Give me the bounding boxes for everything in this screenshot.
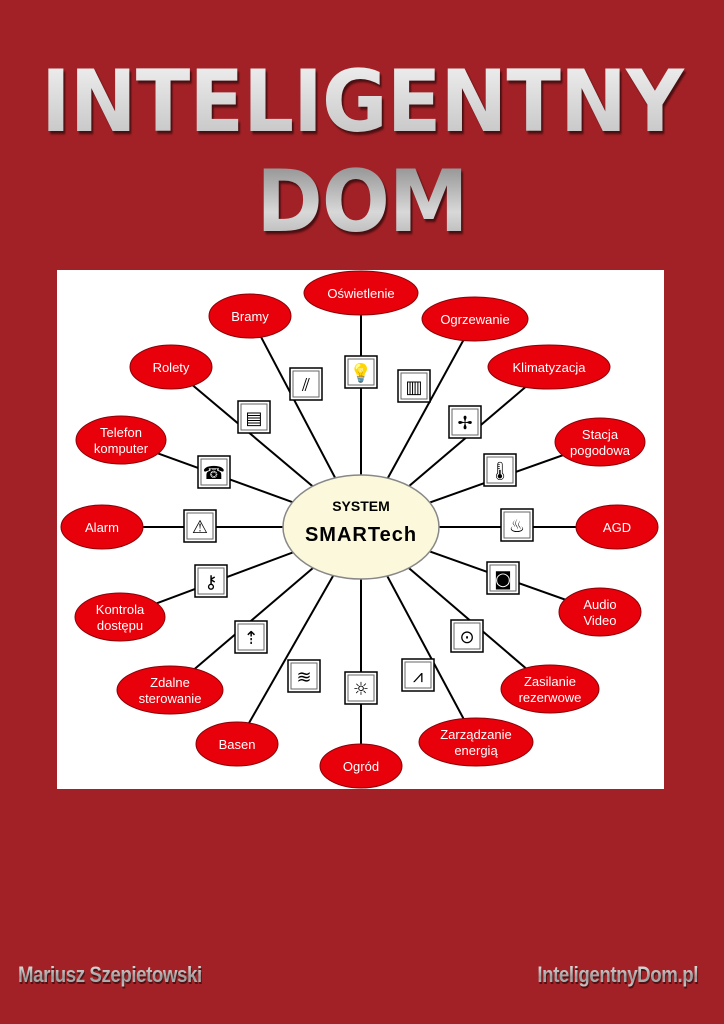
svg-text:≋: ≋ [296, 667, 311, 688]
author-name: Mariusz Szepietowski [18, 962, 202, 987]
svg-text:⩘: ⩘ [413, 666, 423, 687]
node-ellipse [421, 296, 529, 342]
svg-text:⚠: ⚠ [192, 517, 208, 538]
svg-text:⊙: ⊙ [459, 627, 474, 648]
node-label: Audio [583, 597, 616, 612]
node-label: AGD [603, 520, 631, 535]
svg-text:⇡: ⇡ [243, 628, 258, 649]
node-ogród: ☼ Ogród [319, 671, 403, 789]
node-ellipse [129, 344, 213, 390]
node-ellipse [75, 415, 167, 465]
node-basen: ≋ Basen [195, 659, 321, 767]
svg-text:♨: ♨ [509, 516, 525, 537]
node-label: Ogród [343, 759, 379, 774]
cover-title: INTELIGENTNY DOM [25, 52, 698, 252]
center-ellipse [282, 474, 440, 580]
node-label: Kontrola [96, 602, 145, 617]
smartech-diagram: SYSTEM SMARTech 💡 Oświetlenie ▥ Ogrzewanie ✢ Kl… [57, 270, 664, 789]
pool-icon: ≋ [287, 659, 321, 693]
svg-text:☼: ☼ [353, 679, 369, 700]
node-label: Zdalne [150, 675, 190, 690]
node-label: Ogrzewanie [440, 312, 509, 327]
power-socket-icon: ⊙ [450, 619, 484, 653]
node-ellipse [319, 743, 403, 789]
svg-text:💡: 💡 [350, 362, 372, 384]
node-ellipse [418, 717, 534, 767]
gate-icon: ⫽ [289, 367, 323, 401]
fan-icon: ✢ [448, 405, 482, 439]
diagram-canvas: SYSTEM SMARTech 💡 Oświetlenie ▥ Ogrzewanie ✢ Kl… [60, 270, 659, 789]
node-label: Rolety [153, 360, 190, 375]
node-ellipse [554, 417, 646, 467]
node-ellipse [487, 344, 611, 390]
node-alarm: ⚠ Alarm [60, 504, 217, 550]
node-klimatyzacja: ✢ Klimatyzacja [448, 344, 611, 439]
pot-icon: ♨ [500, 508, 534, 542]
svg-text:✢: ✢ [457, 413, 472, 434]
node-label: Alarm [85, 520, 119, 535]
node-label: Oświetlenie [327, 286, 394, 301]
node-ellipse [74, 592, 166, 642]
node-label: Telefon [100, 425, 142, 440]
node-ellipse [558, 587, 642, 637]
node-label: komputer [94, 441, 149, 456]
node-ellipse [303, 270, 419, 316]
node-ellipse [60, 504, 144, 550]
node-ellipse [195, 721, 279, 767]
website-link[interactable]: InteligentnyDom.pl [537, 962, 698, 987]
light-bulb-icon: 💡 [344, 355, 378, 389]
thermometer-icon: 🌡 [483, 453, 517, 487]
svg-text:▤: ▤ [245, 408, 262, 429]
node-ellipse [575, 504, 659, 550]
phone-icon: ☎ [197, 455, 231, 489]
alarm-siren-icon: ⚠ [183, 509, 217, 543]
blinds-icon: ▤ [237, 400, 271, 434]
node-label: Basen [219, 737, 256, 752]
node-ellipse [208, 293, 292, 339]
center-label-smartech: SMARTech [305, 524, 417, 546]
sun-icon: ☼ [344, 671, 378, 705]
key-icon: ⚷ [194, 564, 228, 598]
node-label: Bramy [231, 309, 269, 324]
svg-text:☎: ☎ [203, 463, 225, 484]
system-center: SYSTEM SMARTech [282, 474, 440, 580]
node-label: sterowanie [139, 691, 202, 706]
radiator-icon: ▥ [397, 369, 431, 403]
energy-graph-icon: ⩘ [401, 658, 435, 692]
node-ellipse [500, 664, 600, 714]
speaker-icon: ◙ [486, 561, 520, 595]
node-ogrzewanie: ▥ Ogrzewanie [397, 296, 529, 403]
node-label: pogodowa [570, 443, 631, 458]
node-ellipse [116, 665, 224, 715]
svg-text:◙: ◙ [494, 569, 511, 590]
node-label: Klimatyzacja [513, 360, 587, 375]
svg-text:▥: ▥ [405, 377, 422, 398]
node-label: Stacja [582, 427, 619, 442]
center-label-system: SYSTEM [332, 498, 390, 514]
node-label: rezerwowe [519, 690, 582, 705]
node-label: Zarządzanie [440, 727, 512, 742]
node-agd: ♨ AGD [500, 504, 659, 550]
node-label: energią [454, 743, 498, 758]
node-bramy: ⫽ Bramy [208, 293, 323, 401]
node-label: Video [583, 613, 616, 628]
node-oświetlenie: 💡 Oświetlenie [303, 270, 419, 389]
svg-text:⫽: ⫽ [301, 375, 310, 396]
node-rolety: ▤ Rolety [129, 344, 271, 434]
node-label: Zasilanie [524, 674, 576, 689]
node-label: dostępu [97, 618, 143, 633]
svg-text:⚷: ⚷ [204, 572, 217, 593]
svg-text:🌡: 🌡 [489, 461, 512, 482]
remote-control-icon: ⇡ [234, 620, 268, 654]
